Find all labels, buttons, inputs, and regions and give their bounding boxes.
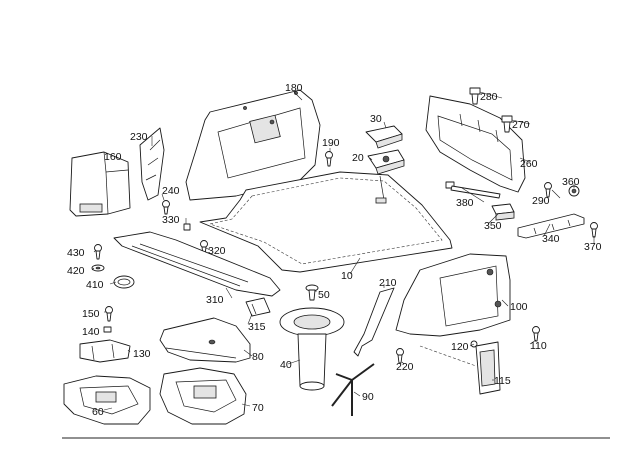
callout-310: 310 (206, 294, 224, 306)
callout-60: 60 (92, 406, 104, 418)
part-160-side-bin (69, 151, 131, 217)
callout-115: 115 (494, 375, 511, 387)
part-10-floor-mat (199, 171, 453, 273)
callout-410: 410 (86, 279, 104, 291)
callout-160: 160 (104, 151, 122, 163)
part-50-screw (305, 284, 319, 301)
part-90-wheel-wrench (331, 363, 375, 416)
callout-190: 190 (322, 137, 340, 149)
part-410-hook (113, 275, 135, 289)
part-100-trim (395, 253, 511, 337)
part-240-clip (162, 200, 170, 215)
callout-420: 420 (67, 265, 85, 277)
part-210-strut (353, 287, 395, 357)
callout-30: 30 (370, 113, 382, 125)
callout-260: 260 (520, 158, 538, 170)
callout-240: 240 (162, 185, 180, 197)
callout-90: 90 (362, 391, 374, 403)
part-60-foam-insert (63, 375, 151, 425)
part-70-foam-insert (159, 367, 247, 425)
part-420-washer (91, 264, 105, 272)
part-115-module (419, 341, 501, 395)
part-20-housing (367, 149, 405, 175)
part-110-screw (532, 326, 540, 342)
part-310-sill-strip (113, 231, 281, 297)
callout-40: 40 (280, 359, 292, 371)
part-230-bracket-panel (139, 127, 165, 201)
part-380-rod (445, 181, 501, 199)
part-260-side-panel (425, 95, 526, 193)
callout-100: 100 (510, 301, 528, 313)
part-140-clip (103, 326, 112, 333)
callout-180: 180 (285, 82, 303, 94)
part-220-screw (396, 348, 404, 364)
part-270-clip (501, 115, 513, 133)
callout-380: 380 (456, 197, 474, 209)
part-150-screw (105, 306, 113, 322)
part-330-clip (183, 223, 191, 231)
callout-350: 350 (484, 220, 502, 232)
part-350-block (491, 203, 515, 221)
callout-210: 210 (379, 277, 397, 289)
callout-130: 130 (133, 348, 151, 360)
part-180-side-panel (185, 89, 321, 201)
part-40-wheel-holder (279, 307, 345, 391)
part-280-clip (469, 87, 481, 105)
part-370-screw (590, 222, 598, 238)
callout-labels: 10 20 30 40 50 60 70 80 90 100 110 115 1… (67, 82, 602, 418)
callout-230: 230 (130, 131, 148, 143)
callout-10: 10 (341, 270, 353, 282)
callout-280: 280 (480, 91, 498, 103)
callout-320: 320 (208, 245, 226, 257)
callout-120: 120 (451, 341, 469, 353)
callout-330: 330 (162, 214, 180, 226)
callout-360: 360 (562, 176, 580, 188)
callout-20: 20 (352, 152, 364, 164)
part-430-screw (94, 244, 102, 260)
callout-315: 315 (248, 321, 266, 333)
callout-110: 110 (530, 340, 547, 352)
callout-80: 80 (252, 351, 264, 363)
callout-430: 430 (67, 247, 85, 259)
part-30-cover (365, 125, 403, 149)
part-290-screw (544, 182, 552, 198)
part-80-floor-board (159, 317, 251, 363)
callout-290: 290 (532, 195, 550, 207)
part-360-nut (568, 185, 580, 197)
callout-70: 70 (252, 402, 264, 414)
part-190-screw (325, 151, 333, 167)
leader-lines (91, 91, 595, 411)
callout-150: 150 (82, 308, 100, 320)
part-340-rail (517, 213, 585, 239)
callout-50: 50 (318, 289, 330, 301)
callout-140: 140 (82, 326, 100, 338)
callout-370: 370 (584, 241, 602, 253)
callout-220: 220 (396, 361, 414, 373)
callout-270: 270 (512, 119, 530, 131)
part-130-bracket (79, 339, 131, 363)
callout-340: 340 (542, 233, 560, 245)
part-315-clip (245, 297, 271, 317)
